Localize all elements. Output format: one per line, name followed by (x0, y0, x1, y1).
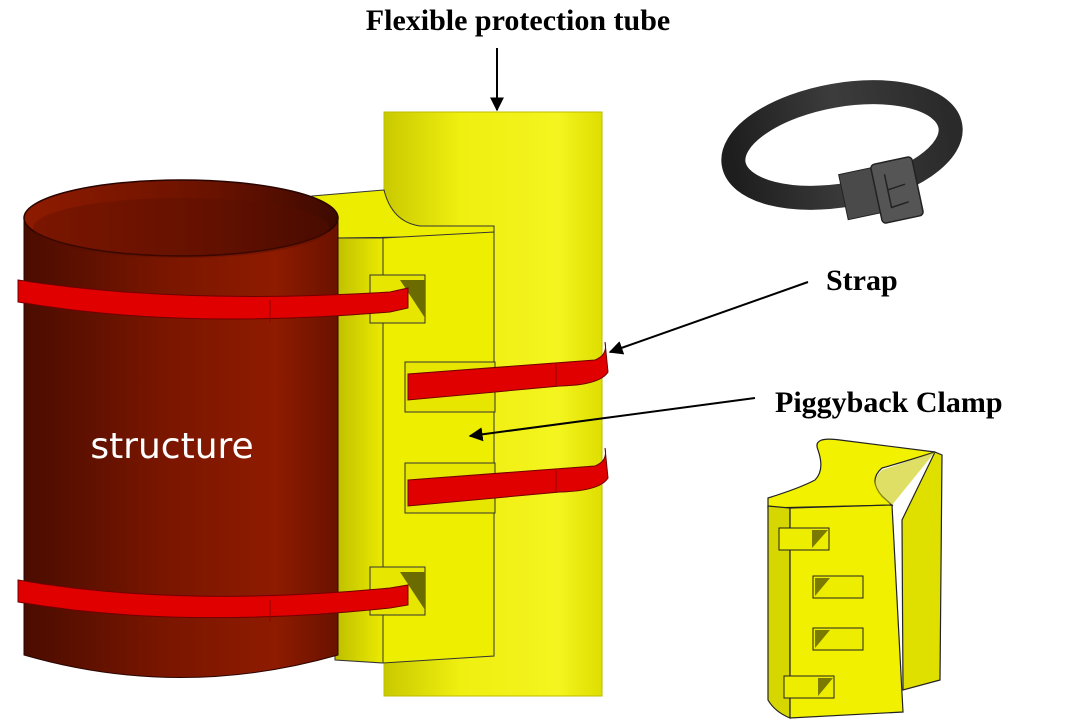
structure-cylinder: structure (23, 179, 339, 678)
cable-tie-photo (721, 80, 963, 224)
structure-label: structure (90, 426, 253, 467)
clamp-label: Piggyback Clamp (775, 386, 1003, 419)
strap-upper-structure (17, 279, 409, 322)
clamp-arrow (468, 397, 756, 442)
strap-lower-structure (17, 579, 409, 622)
clamp-detail (767, 438, 943, 719)
strap-arrow (608, 281, 809, 355)
tube-label: Flexible protection tube (366, 4, 670, 37)
strap-upper-tube (407, 341, 609, 401)
strap-label: Strap (826, 264, 898, 297)
piggyback-clamp (311, 189, 496, 664)
strap-lower-tube (407, 447, 609, 507)
